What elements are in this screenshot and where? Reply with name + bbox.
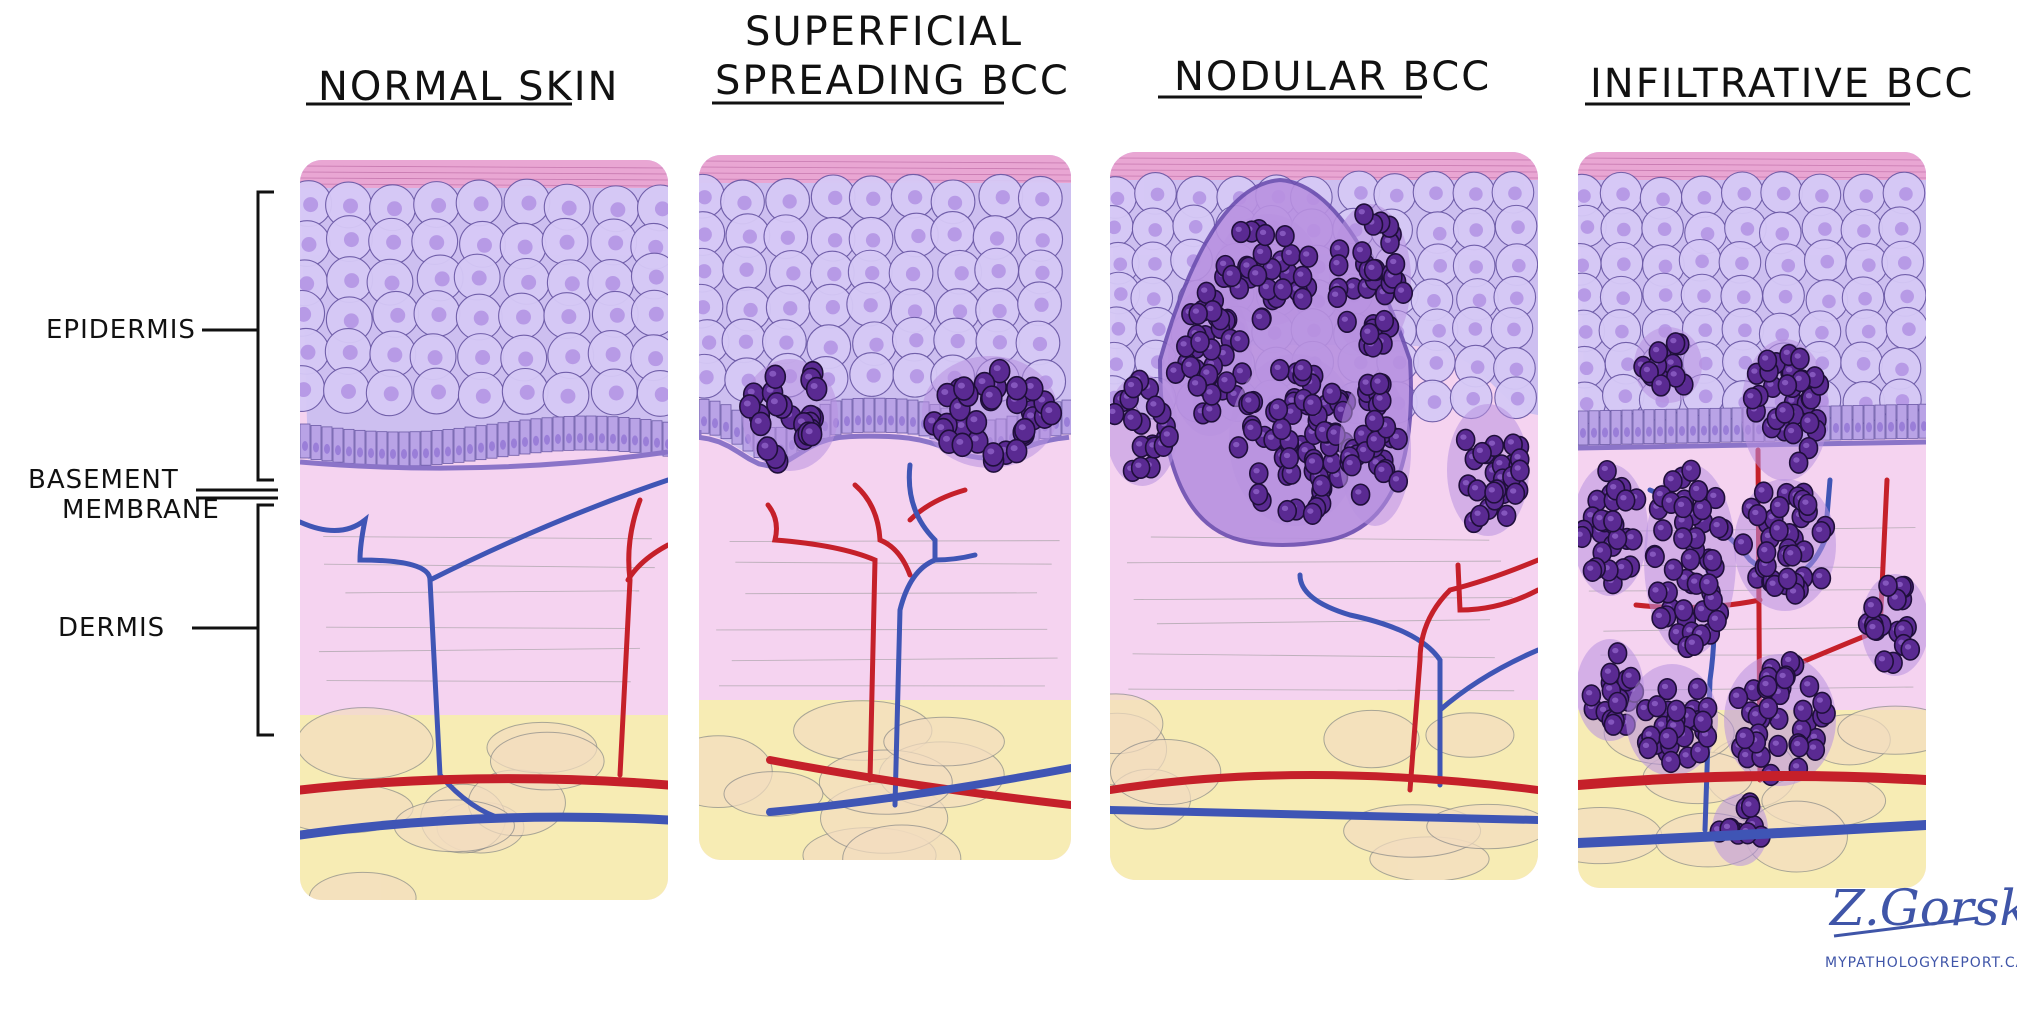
panel-infiltrative-bcc xyxy=(1578,152,1926,888)
epidermal-cells xyxy=(1578,171,1926,425)
signature-name: Z.Gorski xyxy=(1828,879,2017,937)
epidermal-cells xyxy=(300,178,668,419)
artery-main xyxy=(766,756,1071,809)
tumor-lobule xyxy=(1339,372,1411,526)
vein-main xyxy=(766,764,1071,816)
artery-main xyxy=(300,774,668,795)
artery-main xyxy=(1578,771,1926,790)
panel-titles: NORMAL SKIN SUPERFICIAL SPREADING BCC NO… xyxy=(306,9,1974,110)
tumor-strand xyxy=(1578,459,1648,596)
tumor-nest-epidermal xyxy=(1633,327,1702,403)
title-infiltrative-bcc: INFILTRATIVE BCC xyxy=(1590,61,1974,107)
title-superficial-line2: SPREADING BCC xyxy=(715,58,1070,104)
vein-branch xyxy=(932,552,978,563)
artery-branch xyxy=(907,487,968,523)
label-brackets xyxy=(192,190,278,737)
tumor-nest-superficial xyxy=(739,359,838,474)
title-normal-skin: NORMAL SKIN xyxy=(318,64,619,110)
signature-site: MYPATHOLOGYREPORT.CA xyxy=(1825,955,2017,971)
vein-main xyxy=(300,812,668,840)
tumor-lobule xyxy=(1327,203,1414,358)
tumor-strand xyxy=(1626,664,1718,776)
basement-membrane xyxy=(300,449,668,471)
vein-branch xyxy=(427,477,668,583)
surface-ulceration xyxy=(1215,120,1345,148)
vein-main xyxy=(1578,820,1926,848)
vein-main xyxy=(1110,806,1538,824)
artery-branch xyxy=(765,502,878,783)
tumor-strand xyxy=(1644,459,1736,659)
dermal-fibers xyxy=(318,536,655,683)
panel-superficial-bcc xyxy=(699,155,1071,860)
vein-branch xyxy=(892,462,938,808)
dermal-fibers xyxy=(1127,536,1515,692)
tumor-strand xyxy=(1578,639,1645,741)
label-basement-line1: BASEMENT xyxy=(28,465,179,495)
tumor-strand xyxy=(1857,574,1926,676)
tumor-strand xyxy=(1724,650,1836,787)
panel-nodular-bcc xyxy=(1110,120,1538,880)
artery-branch xyxy=(1407,557,1538,793)
vein-branch xyxy=(300,513,508,823)
title-nodular-bcc: NODULAR BCC xyxy=(1174,54,1491,100)
side-labels: EPIDERMIS BASEMENT MEMBRANE DERMIS xyxy=(28,190,278,737)
label-epidermis: EPIDERMIS xyxy=(46,315,196,345)
title-superficial-line1: SUPERFICIAL xyxy=(745,9,1023,55)
tumor-strand xyxy=(1741,339,1830,481)
artery-branch xyxy=(852,482,913,578)
tumor-nest-superficial xyxy=(922,356,1063,473)
tumor-lobule xyxy=(1228,354,1361,526)
panel-normal-skin xyxy=(300,160,668,900)
artery-main xyxy=(1110,771,1538,794)
tumor-nest-side xyxy=(1447,404,1530,536)
dermal-fibers xyxy=(716,540,1060,687)
artery-branch xyxy=(1455,562,1538,613)
signature: Z.Gorski MYPATHOLOGYREPORT.CA xyxy=(1825,879,2017,971)
tumor-nest-side xyxy=(1110,369,1179,486)
tumor-strand xyxy=(1733,479,1836,611)
tumor-lobule xyxy=(1214,214,1319,331)
artery-branch xyxy=(625,542,668,583)
vein-branch xyxy=(1297,572,1443,788)
vein-branch xyxy=(1437,647,1538,713)
label-basement-line2: MEMBRANE xyxy=(62,495,220,525)
basal-cell-layer xyxy=(300,415,668,467)
label-dermis: DERMIS xyxy=(58,613,165,643)
